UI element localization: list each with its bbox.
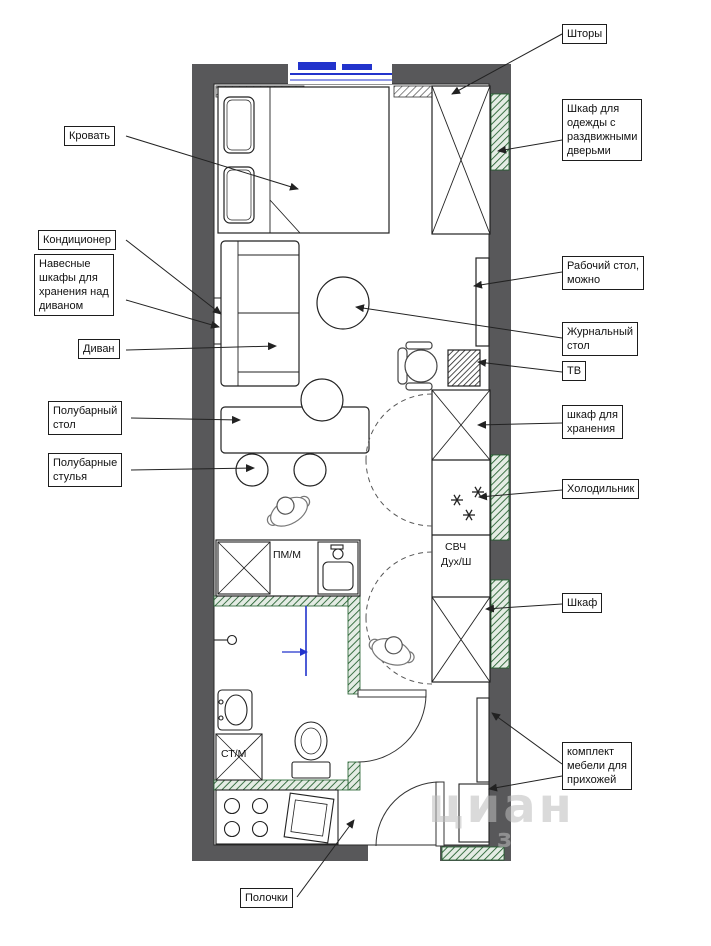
bed: [217, 86, 390, 234]
shelves-unit: [283, 792, 335, 844]
bathroom-sink: [217, 689, 253, 731]
plan-text-dishwasher: ПМ/М: [273, 549, 301, 561]
person-2: [364, 628, 420, 672]
entry-door: [375, 781, 445, 847]
tv: [447, 349, 481, 387]
bathroom-door: [357, 689, 427, 763]
leader-lines: [125, 33, 563, 898]
hallway-cabinet: [458, 783, 490, 843]
label-sofa: Диван: [78, 339, 120, 360]
label-bed: Кровать: [64, 126, 116, 147]
coffee-table: [316, 276, 370, 330]
label-half-bar-stools: Полубарные стулья: [48, 453, 123, 488]
label-fridge: Холодильник: [562, 479, 640, 500]
plan-text-oven: Дух/Ш: [441, 556, 472, 568]
label-tv: ТВ: [562, 361, 587, 382]
hallway-console: [476, 697, 490, 783]
label-desk: Рабочий стол, можно: [562, 256, 645, 291]
label-sliding-wardrobe: Шкаф для одежды с раздвижными дверьми: [562, 99, 643, 162]
sofa: [220, 240, 300, 387]
plan-text-microwave: СВЧ: [445, 541, 467, 553]
desk: [475, 257, 490, 347]
label-half-bar-table: Полубарный стол: [48, 401, 123, 436]
cabinet-run: [431, 389, 491, 683]
window: [288, 62, 392, 84]
closet-door-arcs: [365, 393, 433, 685]
bar-stool-2: [293, 453, 327, 487]
label-cabinet: Шкаф: [562, 593, 603, 614]
label-air-conditioner: Кондиционер: [38, 230, 117, 251]
plan-text-washing-machine: СТ/М: [221, 748, 247, 760]
shower-head: [214, 634, 238, 646]
kitchen-sink: [317, 541, 359, 595]
sliding-wardrobe: [431, 85, 491, 235]
label-hanging-cabinets: Навесные шкафы для хранения над диваном: [34, 254, 114, 317]
toilet: [291, 721, 331, 779]
round-chair: [300, 378, 344, 422]
green-wall-hatch: [213, 93, 510, 861]
label-storage-cabinet: шкаф для хранения: [562, 405, 623, 440]
person-1: [260, 485, 316, 535]
washing-machine: [215, 733, 263, 781]
half-bar-table: [220, 406, 370, 454]
dishwasher: [217, 541, 271, 595]
shower: [282, 606, 308, 676]
office-chair: [397, 341, 438, 391]
label-coffee-table: Журнальный стол: [562, 322, 638, 357]
label-hallway-furniture: комплект мебели для прихожей: [562, 742, 632, 791]
label-curtains: Шторы: [562, 24, 608, 45]
bar-stool-1: [235, 453, 269, 487]
label-shelves: Полочки: [240, 888, 293, 909]
